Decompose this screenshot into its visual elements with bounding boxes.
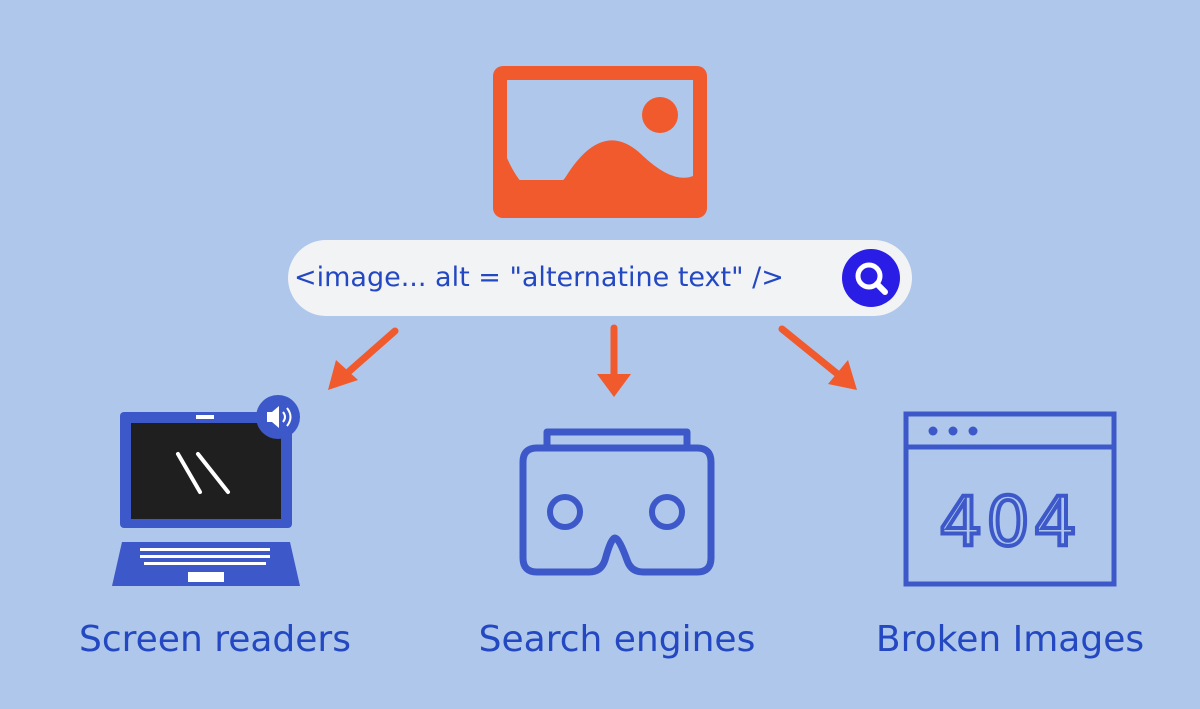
alt-text-code-bar: <image... alt = "alternatine text" /> xyxy=(288,240,912,316)
browser-window-icon: 404 xyxy=(903,411,1117,587)
error-code-text: 404 xyxy=(939,483,1081,562)
speaker-icon xyxy=(256,395,300,439)
vr-headset-icon xyxy=(519,428,715,576)
alt-text-code: <image... alt = "alternatine text" /> xyxy=(294,262,784,293)
caption-search-engines: Search engines xyxy=(478,619,756,660)
laptop-icon xyxy=(112,395,300,586)
arrow-to-search-engines xyxy=(597,324,631,397)
arrow-to-screen-readers xyxy=(328,327,399,390)
search-icon[interactable] xyxy=(842,249,900,307)
caption-broken-images: Broken Images xyxy=(875,619,1145,660)
arrow-to-broken-images xyxy=(778,325,857,390)
image-icon xyxy=(493,66,707,218)
caption-screen-readers: Screen readers xyxy=(79,619,351,660)
